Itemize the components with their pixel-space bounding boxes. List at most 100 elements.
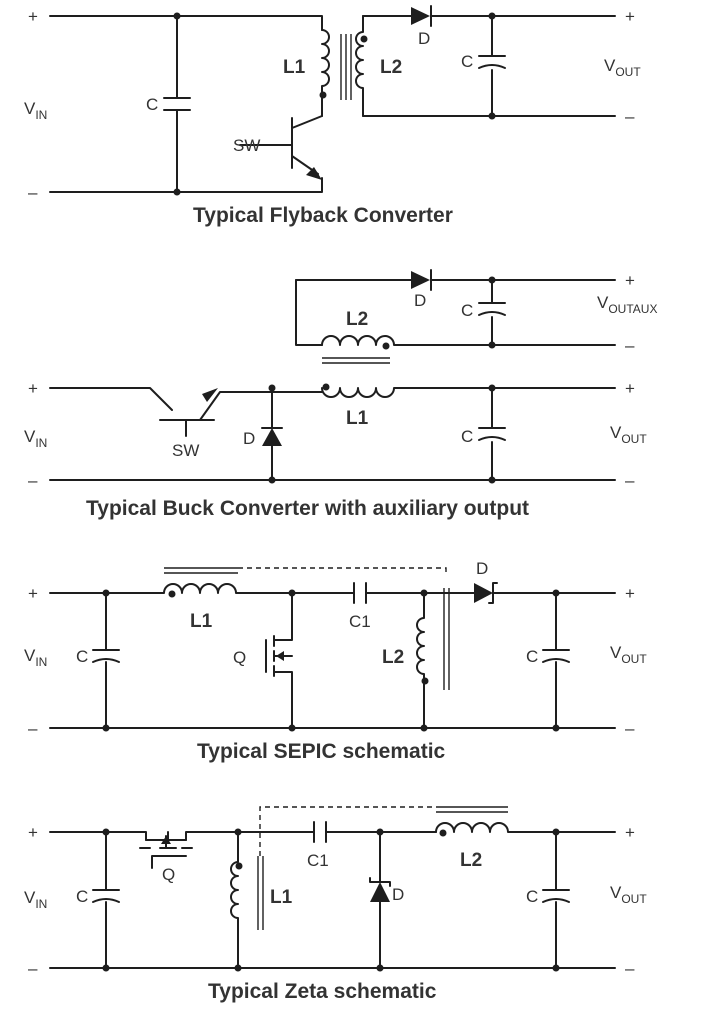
buck-minus-aux: – — [625, 336, 635, 355]
sepic-c1-label: C1 — [349, 612, 371, 631]
flyback-bottom-wire — [49, 177, 323, 193]
buck-core — [322, 357, 390, 364]
buck-d-free-label: D — [243, 429, 255, 448]
buck-sw-label: SW — [172, 441, 199, 460]
flyback-cout-label: C — [461, 52, 473, 71]
flyback-cout — [478, 55, 506, 69]
sepic-l2-coil — [416, 592, 425, 729]
buck-vout-label: VOUT — [610, 423, 647, 446]
sepic-cout — [542, 649, 570, 663]
flyback-minus-out: – — [625, 107, 635, 126]
buck-schematic: D L2 C + – VOUTAUX + – VIN SW L1 D C — [24, 269, 657, 520]
sepic-schematic: + – VIN L1 C Q C1 L2 D — [24, 559, 647, 763]
buck-minus-out: – — [625, 471, 635, 490]
zeta-l1-coil — [230, 831, 239, 969]
flyback-cin — [163, 97, 191, 111]
zeta-schematic: + – VIN Q C L1 C1 D — [24, 806, 647, 1003]
zeta-l2-label: L2 — [460, 850, 482, 871]
buck-plus-out: + — [625, 379, 635, 398]
zeta-input-wire — [49, 831, 315, 841]
sepic-cin-label: C — [76, 647, 88, 666]
zeta-cin — [92, 889, 120, 903]
flyback-switch-arrow — [306, 167, 322, 180]
zeta-l2-core — [436, 806, 508, 813]
buck-l1-label: L1 — [346, 408, 369, 429]
buck-aux-left-wire — [295, 279, 323, 346]
sepic-vin-label: VIN — [24, 646, 47, 669]
flyback-l2-label: L2 — [380, 57, 402, 78]
flyback-title: Typical Flyback Converter — [193, 204, 453, 227]
sepic-minus-out: – — [625, 719, 635, 738]
buck-cout — [478, 427, 506, 441]
flyback-schematic: + – VIN C L1 L2 SW D C + — [24, 5, 641, 227]
sepic-title: Typical SEPIC schematic — [197, 740, 446, 763]
zeta-title: Typical Zeta schematic — [208, 980, 437, 1003]
zeta-d-label: D — [392, 885, 404, 904]
buck-caux-label: C — [461, 301, 473, 320]
zeta-coupling-line — [259, 806, 436, 856]
sepic-l2-core — [443, 588, 450, 690]
flyback-vout-label: VOUT — [604, 56, 641, 79]
buck-switch — [159, 419, 215, 437]
sepic-d-label: D — [476, 559, 488, 578]
buck-plus-in: + — [28, 379, 38, 398]
flyback-vin-label: VIN — [24, 99, 47, 122]
zeta-c1 — [313, 821, 327, 843]
zeta-cin-label: C — [76, 887, 88, 906]
zeta-vin-label: VIN — [24, 888, 47, 911]
zeta-l1-core — [257, 856, 264, 930]
sepic-c1 — [353, 582, 367, 604]
buck-title: Typical Buck Converter with auxiliary ou… — [86, 497, 529, 520]
flyback-l1-label: L1 — [283, 57, 306, 78]
buck-cout-label: C — [461, 427, 473, 446]
buck-l1-coil — [321, 387, 616, 398]
sepic-minus-in: – — [28, 719, 38, 738]
flyback-plus-out: + — [625, 7, 635, 26]
flyback-l2-coil — [355, 15, 364, 117]
buck-plus-aux: + — [625, 271, 635, 290]
zeta-plus-in: + — [28, 823, 38, 842]
zeta-minus-in: – — [28, 959, 38, 978]
flyback-cin-label: C — [146, 95, 158, 114]
zeta-minus-out: – — [625, 959, 635, 978]
sepic-q-label: Q — [233, 648, 246, 667]
zeta-plus-out: + — [625, 823, 635, 842]
sepic-plus-in: + — [28, 584, 38, 603]
buck-aux-diode — [411, 271, 430, 289]
sepic-vout-label: VOUT — [610, 643, 647, 666]
sepic-l2-label: L2 — [382, 647, 404, 668]
flyback-top-wire — [49, 15, 323, 31]
sepic-cout-label: C — [526, 647, 538, 666]
zeta-cout — [542, 889, 570, 903]
flyback-transformer-core — [340, 34, 352, 100]
sepic-l1-core — [164, 567, 238, 574]
sepic-mosfet — [273, 592, 293, 729]
zeta-q-label: Q — [162, 865, 175, 884]
buck-minus-in: – — [28, 471, 38, 490]
flyback-sw-label: SW — [233, 136, 260, 155]
zeta-vout-label: VOUT — [610, 883, 647, 906]
sepic-plus-out: + — [625, 584, 635, 603]
flyback-minus-in: – — [28, 183, 38, 202]
flyback-diode — [411, 7, 430, 25]
buck-caux — [478, 302, 506, 316]
sepic-cin — [92, 649, 120, 663]
zeta-l2-coil — [435, 822, 616, 833]
sepic-l1-label: L1 — [190, 611, 213, 632]
zeta-cout-label: C — [526, 887, 538, 906]
zeta-diode — [370, 882, 390, 902]
sepic-l1-coil — [49, 583, 355, 594]
flyback-plus-in: + — [28, 7, 38, 26]
buck-switch-arrow — [202, 388, 218, 402]
sepic-coupling-line — [238, 567, 447, 576]
zeta-l1-label: L1 — [270, 887, 293, 908]
flyback-switch — [239, 115, 323, 175]
buck-input-wire — [49, 387, 323, 421]
buck-freewheel-diode — [262, 428, 282, 446]
zeta-c1-label: C1 — [307, 851, 329, 870]
buck-vin-label: VIN — [24, 427, 47, 450]
buck-vaux-label: VOUTAUX — [597, 293, 657, 316]
buck-l2-label: L2 — [346, 309, 368, 330]
flyback-d-label: D — [418, 29, 430, 48]
